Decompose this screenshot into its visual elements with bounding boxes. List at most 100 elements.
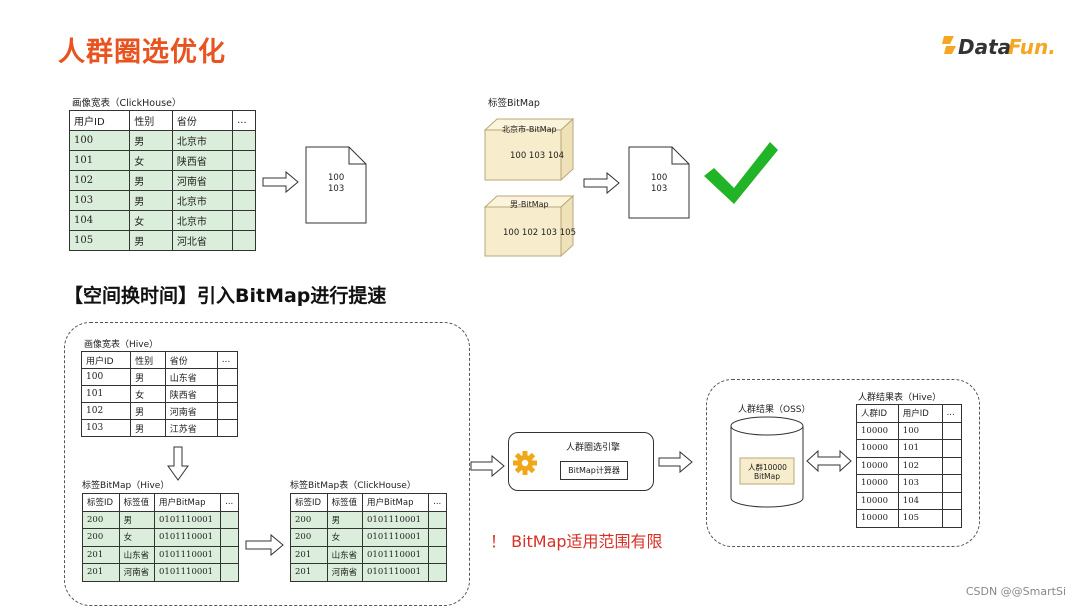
table-cell [220,510,239,529]
table-cell: 男 [129,130,173,151]
table-cell: 男 [130,419,166,437]
table-cell: 102 [68,170,131,191]
table-cell: 104 [897,491,943,510]
arrow-right-icon [245,533,284,557]
footer-watermark: CSDN @@SmartSi [965,585,1066,598]
table-cell [216,419,239,437]
table-cell: 200 [82,528,120,547]
section-subtitle: 【空间换时间】引入BitMap进行提速 [64,285,387,307]
result-document-icon [305,146,367,224]
bitmap-box-2-label: 男-BitMap [510,200,549,209]
table-cell: 201 [82,563,120,582]
table-cell [941,421,963,440]
table-cell [232,230,256,251]
table-cell: 北京市 [171,210,234,231]
table-cell: 男 [129,190,173,211]
table-cell: 河北省 [171,230,234,251]
table-header-cell: ... [941,404,963,423]
table-cell: 0101110001 [154,563,222,582]
table-cell: 103 [80,419,132,437]
result-table-caption: 人群结果表（Hive） [858,393,942,403]
table-cell: 10000 [856,509,899,528]
table-cell: 男 [129,230,173,251]
table-cell [232,190,256,211]
table-cell: 陕西省 [164,385,218,403]
double-arrow-icon [806,449,852,473]
table-cell: 0101110001 [154,545,222,564]
table-cell: 103 [68,190,131,211]
table-cell [941,474,963,493]
svg-text:Fun.: Fun. [1008,35,1056,59]
table-cell [941,456,963,475]
arrow-down-icon [167,446,189,481]
table-cell: 江苏省 [164,419,218,437]
table-cell [232,210,256,231]
datafun-logo: Data Fun. [942,35,1056,59]
table-cell [428,510,447,529]
table-cell: 北京市 [171,190,234,211]
arrow-right-icon [262,170,299,194]
table-cell: 0101110001 [362,510,430,529]
engine-title: 人群圈选引擎 [566,443,621,453]
table-cell: 男 [130,402,166,420]
table-cell: 200 [290,510,328,529]
result-document-icon [628,146,690,219]
table-cell: 男 [130,368,166,386]
oss-label-1: 人群10000 [748,463,787,472]
table-cell: 北京市 [171,130,234,151]
bitmap-caption: 标签BitMap [488,98,540,109]
bitmap-box-1-values: 100 103 104 [510,151,565,161]
table-cell: 陕西省 [171,150,234,171]
table-cell: 200 [290,528,328,547]
table-header-cell: 性别 [130,351,166,369]
table-cell: 河南省 [164,402,218,420]
bitmap-calculator: BitMap计算器 [560,461,628,480]
arrow-right-icon [658,450,693,474]
table-cell: 102 [80,402,132,420]
table-header-cell: 标签值 [118,493,156,512]
table-header-cell: 用户ID [80,351,132,369]
table-cell [428,545,447,564]
table-cell: 100 [80,368,132,386]
svg-text:Data: Data [958,35,1011,59]
table-cell: 10000 [856,439,899,458]
table-cell: 201 [82,545,120,564]
table-cell [220,545,239,564]
table-cell: 0101110001 [154,528,222,547]
table-cell: 103 [897,474,943,493]
table-cell: 女 [129,210,173,231]
table-cell [216,402,239,420]
bitmap-limitation-note: ！ BitMap适用范围有限 [490,532,663,551]
table-header-cell: 标签ID [290,493,328,512]
arrow-right-icon [470,454,505,478]
table-header-cell: 性别 [129,110,173,131]
table-cell [216,368,239,386]
arrow-right-icon [583,171,620,195]
tag-bitmap-hive-caption: 标签BitMap（Hive） [82,481,170,491]
table-header-cell: 用户ID [68,110,131,131]
oss-label-2: BitMap [754,472,780,481]
table-cell: 河南省 [118,563,156,582]
table-header-cell: ... [428,493,447,512]
table-cell: 10000 [856,421,899,440]
